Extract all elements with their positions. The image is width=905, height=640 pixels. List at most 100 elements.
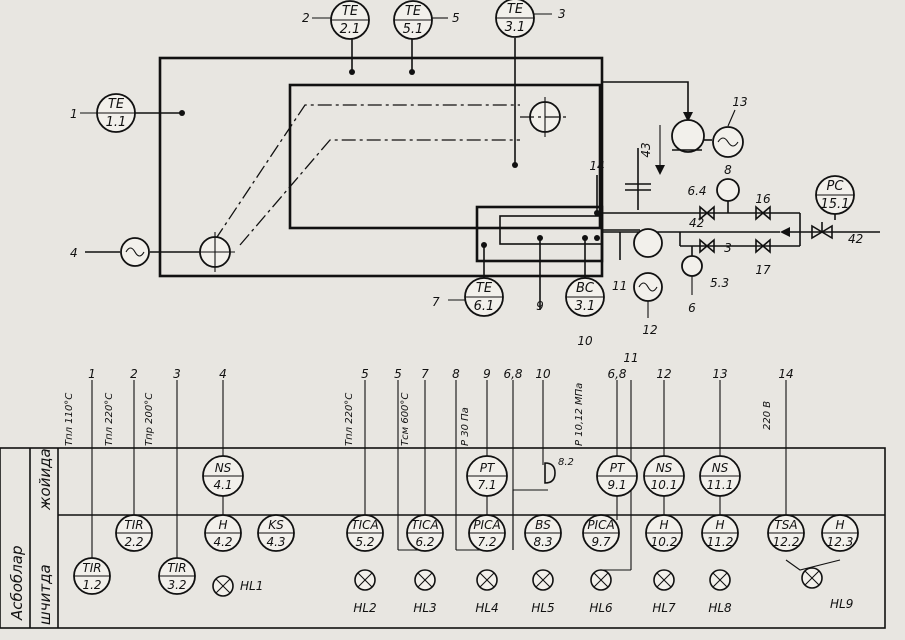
panel-frame bbox=[0, 447, 886, 629]
svg-text:13: 13 bbox=[732, 95, 747, 109]
lamp-label: HL6 bbox=[589, 601, 613, 615]
svg-text:1.1: 1.1 bbox=[106, 115, 127, 130]
svg-text:TE: TE bbox=[342, 4, 359, 19]
column-number: 7 bbox=[421, 367, 429, 381]
setpoint-7: Tсм 600°C bbox=[400, 393, 411, 446]
instrument-tir32-number: 3.2 bbox=[167, 578, 186, 592]
instrument-pt91: PT 9.1 bbox=[596, 455, 638, 497]
pressure-switch-8 bbox=[716, 178, 740, 202]
lamp-label: HL1 bbox=[240, 579, 263, 593]
bell-icon bbox=[544, 462, 556, 484]
row-label-board: шчитда bbox=[36, 564, 54, 625]
instrument-pt91-code: PT bbox=[610, 461, 626, 475]
instrument-pica72-number: 7.2 bbox=[477, 535, 496, 549]
svg-text:10: 10 bbox=[577, 334, 593, 348]
pressure-switch-5-3 bbox=[681, 255, 703, 277]
instrument-pt71-number: 7.1 bbox=[477, 478, 496, 492]
svg-text:1: 1 bbox=[70, 107, 78, 121]
instrument-pica97-number: 9.7 bbox=[591, 535, 610, 549]
instrument-h102-number: 10.2 bbox=[651, 535, 678, 549]
svg-text:6: 6 bbox=[688, 301, 696, 315]
instrument-pica72-code: PICA bbox=[473, 518, 500, 532]
setpoint-2: Tпл 220°C bbox=[104, 393, 115, 446]
instrument-ns111: NS 11.1 bbox=[699, 455, 741, 497]
svg-text:2.1: 2.1 bbox=[340, 22, 361, 37]
instrument-h123-code: H bbox=[835, 518, 844, 532]
column-number: 9 bbox=[483, 367, 491, 381]
signal-lamp-hl5: HL5 bbox=[531, 569, 555, 615]
signal-lamp-hl2: HL2 bbox=[353, 569, 377, 615]
setpoint-11: P 10,12 МПа bbox=[574, 383, 585, 446]
column-number: 6,8 bbox=[607, 367, 626, 381]
callout-4: 4 bbox=[70, 246, 78, 260]
lamp-label: HL3 bbox=[413, 601, 436, 615]
instrument-tir12-number: 1.2 bbox=[82, 578, 101, 592]
instrument-pica72: PICA 7.2 bbox=[468, 514, 506, 552]
column-number: 8 bbox=[452, 367, 460, 381]
column-number: 14 bbox=[778, 367, 793, 381]
pump-12 bbox=[633, 228, 663, 258]
svg-text:8.2: 8.2 bbox=[558, 457, 574, 468]
svg-text:5.1: 5.1 bbox=[403, 22, 424, 37]
lamp-label: HL5 bbox=[531, 601, 554, 615]
furnace-outer-wall bbox=[158, 56, 604, 278]
svg-text:16: 16 bbox=[755, 192, 771, 206]
instrument-h123: H 12.3 bbox=[821, 514, 859, 552]
process-scheme: 4 TE 1.1 1 TE 2.1 2 TE 5.1 5 TE 3.1 bbox=[70, 0, 880, 348]
instrument-ns101-number: 10.1 bbox=[651, 478, 678, 492]
setpoint-5: Tпл 220°C bbox=[344, 393, 355, 446]
lamp-label: HL2 bbox=[353, 601, 376, 615]
svg-text:TE: TE bbox=[405, 4, 422, 19]
instrument-pt91-number: 9.1 bbox=[607, 478, 626, 492]
setpoint-8: P 30 Па bbox=[460, 407, 471, 446]
svg-text:14: 14 bbox=[589, 159, 604, 173]
svg-text:5: 5 bbox=[452, 11, 460, 25]
setpoint-3: Tпр 200°C bbox=[144, 393, 155, 446]
instrument-h123-number: 12.3 bbox=[827, 535, 854, 549]
instrument-ns41: NS 4.1 bbox=[202, 455, 244, 497]
svg-text:11: 11 bbox=[612, 279, 627, 293]
instrument-ns111-number: 11.1 bbox=[707, 478, 734, 492]
instrument-ns41-code: NS bbox=[215, 461, 232, 475]
instrument-h42-code: H bbox=[218, 518, 227, 532]
svg-text:12: 12 bbox=[642, 323, 657, 337]
svg-text:PC: PC bbox=[827, 179, 845, 194]
column-number: 5 bbox=[361, 367, 369, 381]
row-label-field: жойида bbox=[36, 448, 54, 511]
column-number: 4 bbox=[219, 367, 227, 381]
instrument-tsa122-number: 12.2 bbox=[773, 535, 800, 549]
signal-lamp-hl6: HL6 bbox=[589, 569, 613, 615]
instrument-tsa122: TSA 12.2 bbox=[767, 514, 805, 552]
column-number: 1 bbox=[88, 367, 96, 381]
instrument-bs83-code: BS bbox=[535, 518, 551, 532]
svg-text:8: 8 bbox=[724, 163, 732, 177]
svg-text:TE: TE bbox=[507, 2, 524, 17]
flame-path-lower bbox=[239, 139, 520, 246]
instrument-ks43: KS4.3 bbox=[257, 514, 295, 552]
column-number: 10 bbox=[535, 367, 551, 381]
signal-lamp-hl4: HL4 bbox=[475, 569, 499, 615]
column-number: 3 bbox=[173, 367, 181, 381]
instrument-ns111-code: NS bbox=[712, 461, 729, 475]
setpoint-14: 220 В bbox=[762, 401, 773, 430]
instrument-ns41-number: 4.1 bbox=[213, 478, 232, 492]
lamp-label: HL8 bbox=[708, 601, 732, 615]
instrument-h102-code: H bbox=[659, 518, 668, 532]
flame-path-upper bbox=[214, 104, 520, 241]
instrument-tir22-code: TIR bbox=[124, 518, 143, 532]
signal-lamp-hl1: HL1 bbox=[212, 575, 263, 597]
instrument-tsa122-code: TSA bbox=[774, 518, 797, 532]
instrument-h112: H11.2 bbox=[701, 514, 739, 552]
signal-lamp-hl8: HL8 bbox=[708, 569, 732, 615]
lamp-label: HL9 bbox=[830, 597, 853, 611]
svg-text:15.1: 15.1 bbox=[821, 197, 850, 212]
svg-text:5.3: 5.3 bbox=[710, 276, 729, 290]
svg-text:6.1: 6.1 bbox=[474, 299, 495, 314]
column-number: 5 bbox=[394, 367, 402, 381]
svg-text:3.1: 3.1 bbox=[575, 299, 596, 314]
board-instruments: TIR1.2TIR2.2TIR3.2H4.2KS4.3TICA5.2TICA6.… bbox=[73, 514, 859, 595]
